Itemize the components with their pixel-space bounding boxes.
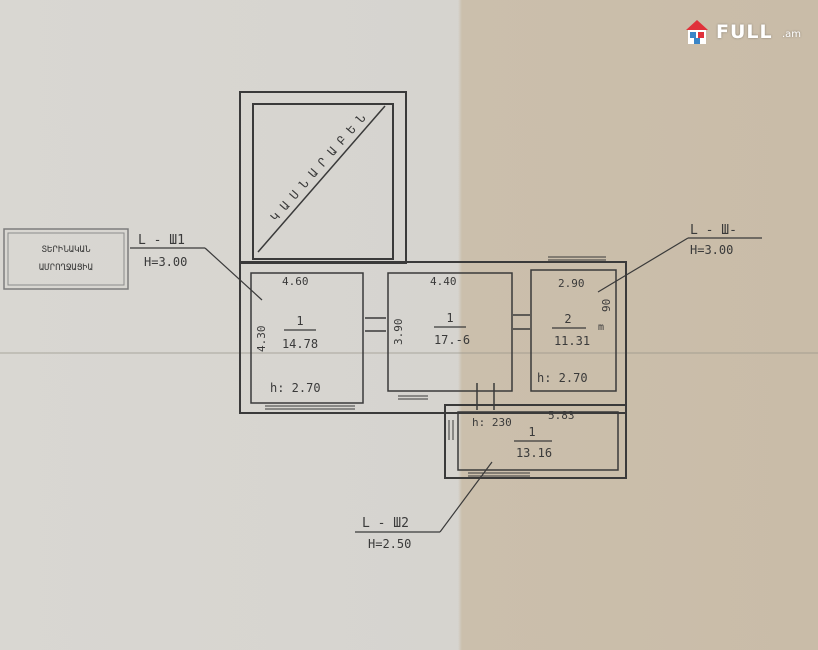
room-3-depth: 90: [600, 299, 613, 312]
room-1-area: 14.78: [282, 337, 318, 351]
callout-bottom-height: H=2.50: [368, 537, 411, 551]
house-icon: [686, 20, 708, 44]
callout-right-title: L - Ш-: [690, 223, 737, 238]
room-4-number: 1: [528, 425, 535, 439]
room-3-ceiling: h: 2.70: [537, 371, 588, 385]
stamp-line-1: ՏԵՐԻՆԱԿԱՆ: [42, 245, 91, 255]
room-2-area: 17.-6: [434, 333, 470, 347]
logo-text: FULL: [716, 21, 773, 43]
room-1-width: 4.60: [282, 275, 309, 288]
room-3-area: 11.31: [554, 334, 590, 348]
stamp-box: [3, 228, 129, 290]
room-4-area: 13.16: [516, 446, 552, 460]
doors: [365, 314, 530, 410]
callout-right-leader: [597, 237, 689, 293]
callout-left-leader: [204, 247, 263, 301]
annex-label: Կ Ա Ս Ն Ա Ր Ա Բ Ե Ն: [268, 111, 369, 224]
room-2-depth: 3.90: [392, 319, 405, 346]
room-1-depth: 4.30: [255, 326, 268, 353]
callout-left-height: H=3.00: [144, 255, 187, 269]
full-am-logo: FULL .am: [682, 12, 812, 52]
room-1-outline: [250, 272, 364, 404]
stamp-inner-box: [7, 232, 125, 286]
room-3-number: 2: [564, 312, 571, 326]
room-1-number: 1: [296, 314, 303, 328]
room-4-outer-outline: [444, 404, 627, 479]
main-block-outline: [239, 261, 627, 414]
room-4-outline: [457, 411, 619, 471]
stamp-line-2: ԱՄՐՈՂՋԱՑԻԱ: [39, 263, 93, 273]
room-4-ceiling: h: 230: [472, 416, 512, 429]
room-2-number: 1: [446, 311, 453, 325]
callout-bottom-title: L - Ш2: [362, 516, 409, 531]
room-3-width: 2.90: [558, 277, 585, 290]
room-3-mark: m: [598, 322, 604, 333]
callout-bottom-leader: [439, 461, 493, 533]
callout-left-title: L - Ш1: [138, 233, 185, 248]
room-2-outline: [387, 272, 513, 392]
room-2-width: 4.40: [430, 275, 457, 288]
room-1-ceiling: h: 2.70: [270, 381, 321, 395]
windows: [265, 256, 606, 477]
room-3-outline: [530, 269, 617, 392]
paper-fold-line: [0, 352, 818, 354]
annex-diagonal-line: [257, 105, 386, 253]
logo-suffix: .am: [782, 29, 802, 40]
callout-right-height: H=3.00: [690, 243, 733, 257]
room-4-width: 5.83: [548, 409, 575, 422]
annex-inner-outline: [252, 103, 394, 260]
